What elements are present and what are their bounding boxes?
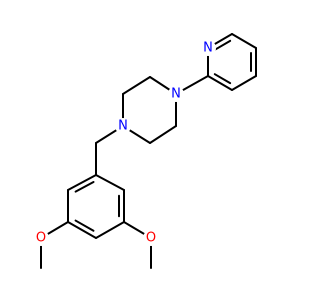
atom-label-background (200, 40, 216, 56)
bond-pC1-pC2 (231, 33, 257, 49)
atom-label-background (115, 118, 131, 134)
bond-pC4-pC5 (207, 75, 233, 91)
molecule-structure-diagram: N N N O O (33, 33, 257, 269)
atom-label-background (33, 230, 49, 246)
bond-pC3-pC4 (231, 75, 257, 91)
bond-bC6-bC1 (67, 174, 97, 191)
atom-labels: N N N O O (33, 40, 216, 246)
atom-label-n-piperazine-top: N (171, 87, 181, 102)
bond-bC4-bC5 (67, 221, 97, 239)
atom-label-o-methoxy-right: O (146, 231, 156, 246)
atom-label-o-methoxy-left: O (36, 231, 46, 246)
bond-zC3-zC4 (149, 125, 177, 144)
atom-label-background (143, 230, 159, 246)
bond-bC1-bC2 (95, 174, 125, 191)
double-bond-inner-bC6-bC1 (74, 180, 95, 193)
bond-bC3-bC4 (95, 221, 125, 239)
double-bond-inner-bC4-bC5 (74, 219, 95, 232)
double-bond-inner-pN-pC1 (213, 39, 232, 51)
bonds (40, 33, 257, 269)
atom-label-n-pyridine: N (203, 41, 213, 56)
double-bond-inner-pC4-pC5 (213, 73, 232, 85)
bond-zC1-zC2 (122, 76, 151, 95)
atom-label-background (168, 86, 184, 102)
atom-label-n-piperazine-bottom: N (118, 119, 128, 134)
